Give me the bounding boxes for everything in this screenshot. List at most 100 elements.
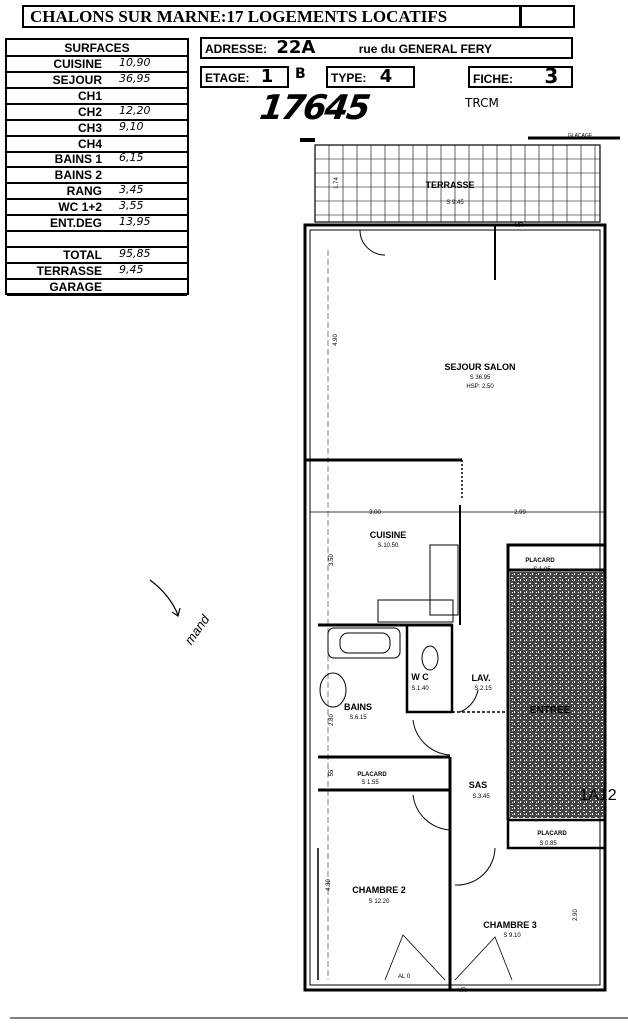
surfaces-row-label: CUISINE [53,57,102,71]
surfaces-row-value: 12,20 [119,103,151,117]
placard1-area: S.1.05 [533,567,551,573]
surfaces-row-value: 9,45 [119,262,144,276]
surfaces-row-label: SEJOUR [52,72,102,87]
surfaces-row-value: 10,90 [119,56,151,69]
chambre2-area: S 12.20 [369,899,390,905]
surfaces-row-label: CH4 [77,136,102,151]
type-value: 4 [379,66,393,87]
outer-wall [303,223,607,992]
type-label: TYPE: [331,71,367,85]
surfaces-row: CH1 [7,88,187,105]
dim-299: 2.99 [514,510,526,516]
placard2-label: PLACARD [357,772,387,778]
fiche-value: 3 [544,64,559,88]
wc-label: W C [411,672,429,682]
sejour-hsp: HSP: 2.50 [466,384,494,390]
document-title: CHALONS SUR MARNE:17 LOGEMENTS LOCATIFS [22,5,522,28]
terrasse-area: S 9.45 [446,200,464,206]
surfaces-row: WC 1+2 3,55 [7,199,187,217]
surfaces-row-label: CH1 [77,88,102,103]
sas-label: SAS [469,780,488,790]
arrow-head-icon [171,607,181,617]
address-field: ADRESSE: 22A rue du GENERAL FERY [200,37,573,59]
surfaces-row: CUISINE 10,90 [7,56,187,73]
address-number: 22A [276,37,316,58]
surfaces-row-label: BAINS 1 [54,152,102,167]
dim-350: 3.50 [329,554,335,566]
title-blank-cell [519,5,575,28]
surfaces-row-label: BAINS 2 [54,168,102,183]
al-label: AL 0 [398,974,411,980]
dim-55: 55 [329,769,335,776]
lav-label: LAV. [471,673,490,683]
surfaces-row [7,231,187,248]
sejour-area: S 36.95 [470,375,491,381]
surfaces-heading: SURFACES [7,40,187,57]
building-letter: B [295,66,306,82]
vr-top-label: VR [515,223,524,229]
surfaces-row: BAINS 1 6,15 [7,151,187,169]
initials: TRCM [465,96,499,110]
dim-430: 4.30 [326,879,332,891]
dim-300: 3.00 [369,510,381,516]
dim-174: 1.74 [334,177,340,189]
surfaces-row-value: 36,95 [119,71,151,85]
wc-area: S.1.40 [411,686,429,692]
placard3-label: PLACARD [537,831,567,837]
surfaces-row-label: GARAGE [49,279,102,294]
dim-290: 2.90 [573,909,579,921]
placard2-area: S 1.55 [361,780,379,786]
surfaces-row: TERRASSE 9,45 [7,263,187,280]
cuisine-label: CUISINE [370,530,407,540]
lav-area: S.2.15 [474,686,492,692]
surfaces-row: CH4 [7,136,187,153]
sejour-label: SEJOUR SALON [444,362,515,372]
surfaces-row: ENT.DEG 13,95 [7,215,187,232]
placard1-label: PLACARD [525,558,555,564]
sas-area: S.3.45 [472,794,490,800]
surfaces-row: SEJOUR 36,95 [7,72,187,89]
chambre3-area: S 9.10 [503,933,521,939]
address-street: rue du GENERAL FERY [358,42,493,56]
address-label: ADRESSE: [205,42,268,56]
fiche-field: FICHE: 3 [468,66,573,88]
etage-field: ETAGE: 1 [200,66,289,88]
stair-label: 1A12 [579,787,616,804]
balcony-label: GLACAGE [568,133,593,139]
arrow-line [149,579,179,616]
surfaces-row-label: TOTAL [63,247,102,262]
dim-280: 2.80 [329,714,335,726]
cuisine-area: S.10.50 [378,543,399,549]
type-field: TYPE: 4 [326,66,415,88]
vr-bottom-label: VR [458,988,467,994]
placard3-area: S 0.85 [539,841,557,847]
surfaces-heading-label: SURFACES [64,41,130,55]
fiche-label: FICHE: [473,72,513,86]
surfaces-row: BAINS 2 [7,167,187,185]
surfaces-row-label: ENT.DEG [49,216,102,230]
entree-label: ENTREE [530,705,571,716]
chambre2-label: CHAMBRE 2 [352,885,406,895]
terrasse-label: TERRASSE [425,180,474,190]
bains-area: S.6.15 [349,715,367,721]
surfaces-row-value: 3,45 [119,183,144,197]
surfaces-row: GARAGE [7,279,187,296]
dim-490: 4.90 [333,334,339,346]
surfaces-row-value: 13,95 [119,215,151,228]
surfaces-row-value: 95,85 [119,246,151,260]
chambre3-label: CHAMBRE 3 [483,920,537,930]
bains-label: BAINS [344,702,372,712]
surfaces-row-label: WC 1+2 [58,200,102,215]
annotation-arrow: mand [149,579,213,647]
surfaces-row-value: 3,55 [119,199,144,213]
surfaces-row-label: TERRASSE [36,263,102,278]
etage-value: 1 [260,66,274,87]
surfaces-row: TOTAL 95,85 [7,247,187,264]
surfaces-row-value: 6,15 [119,151,144,165]
surfaces-row-value: 9,10 [119,119,144,133]
terrasse-grid [314,144,600,222]
etage-label: ETAGE: [205,71,250,85]
